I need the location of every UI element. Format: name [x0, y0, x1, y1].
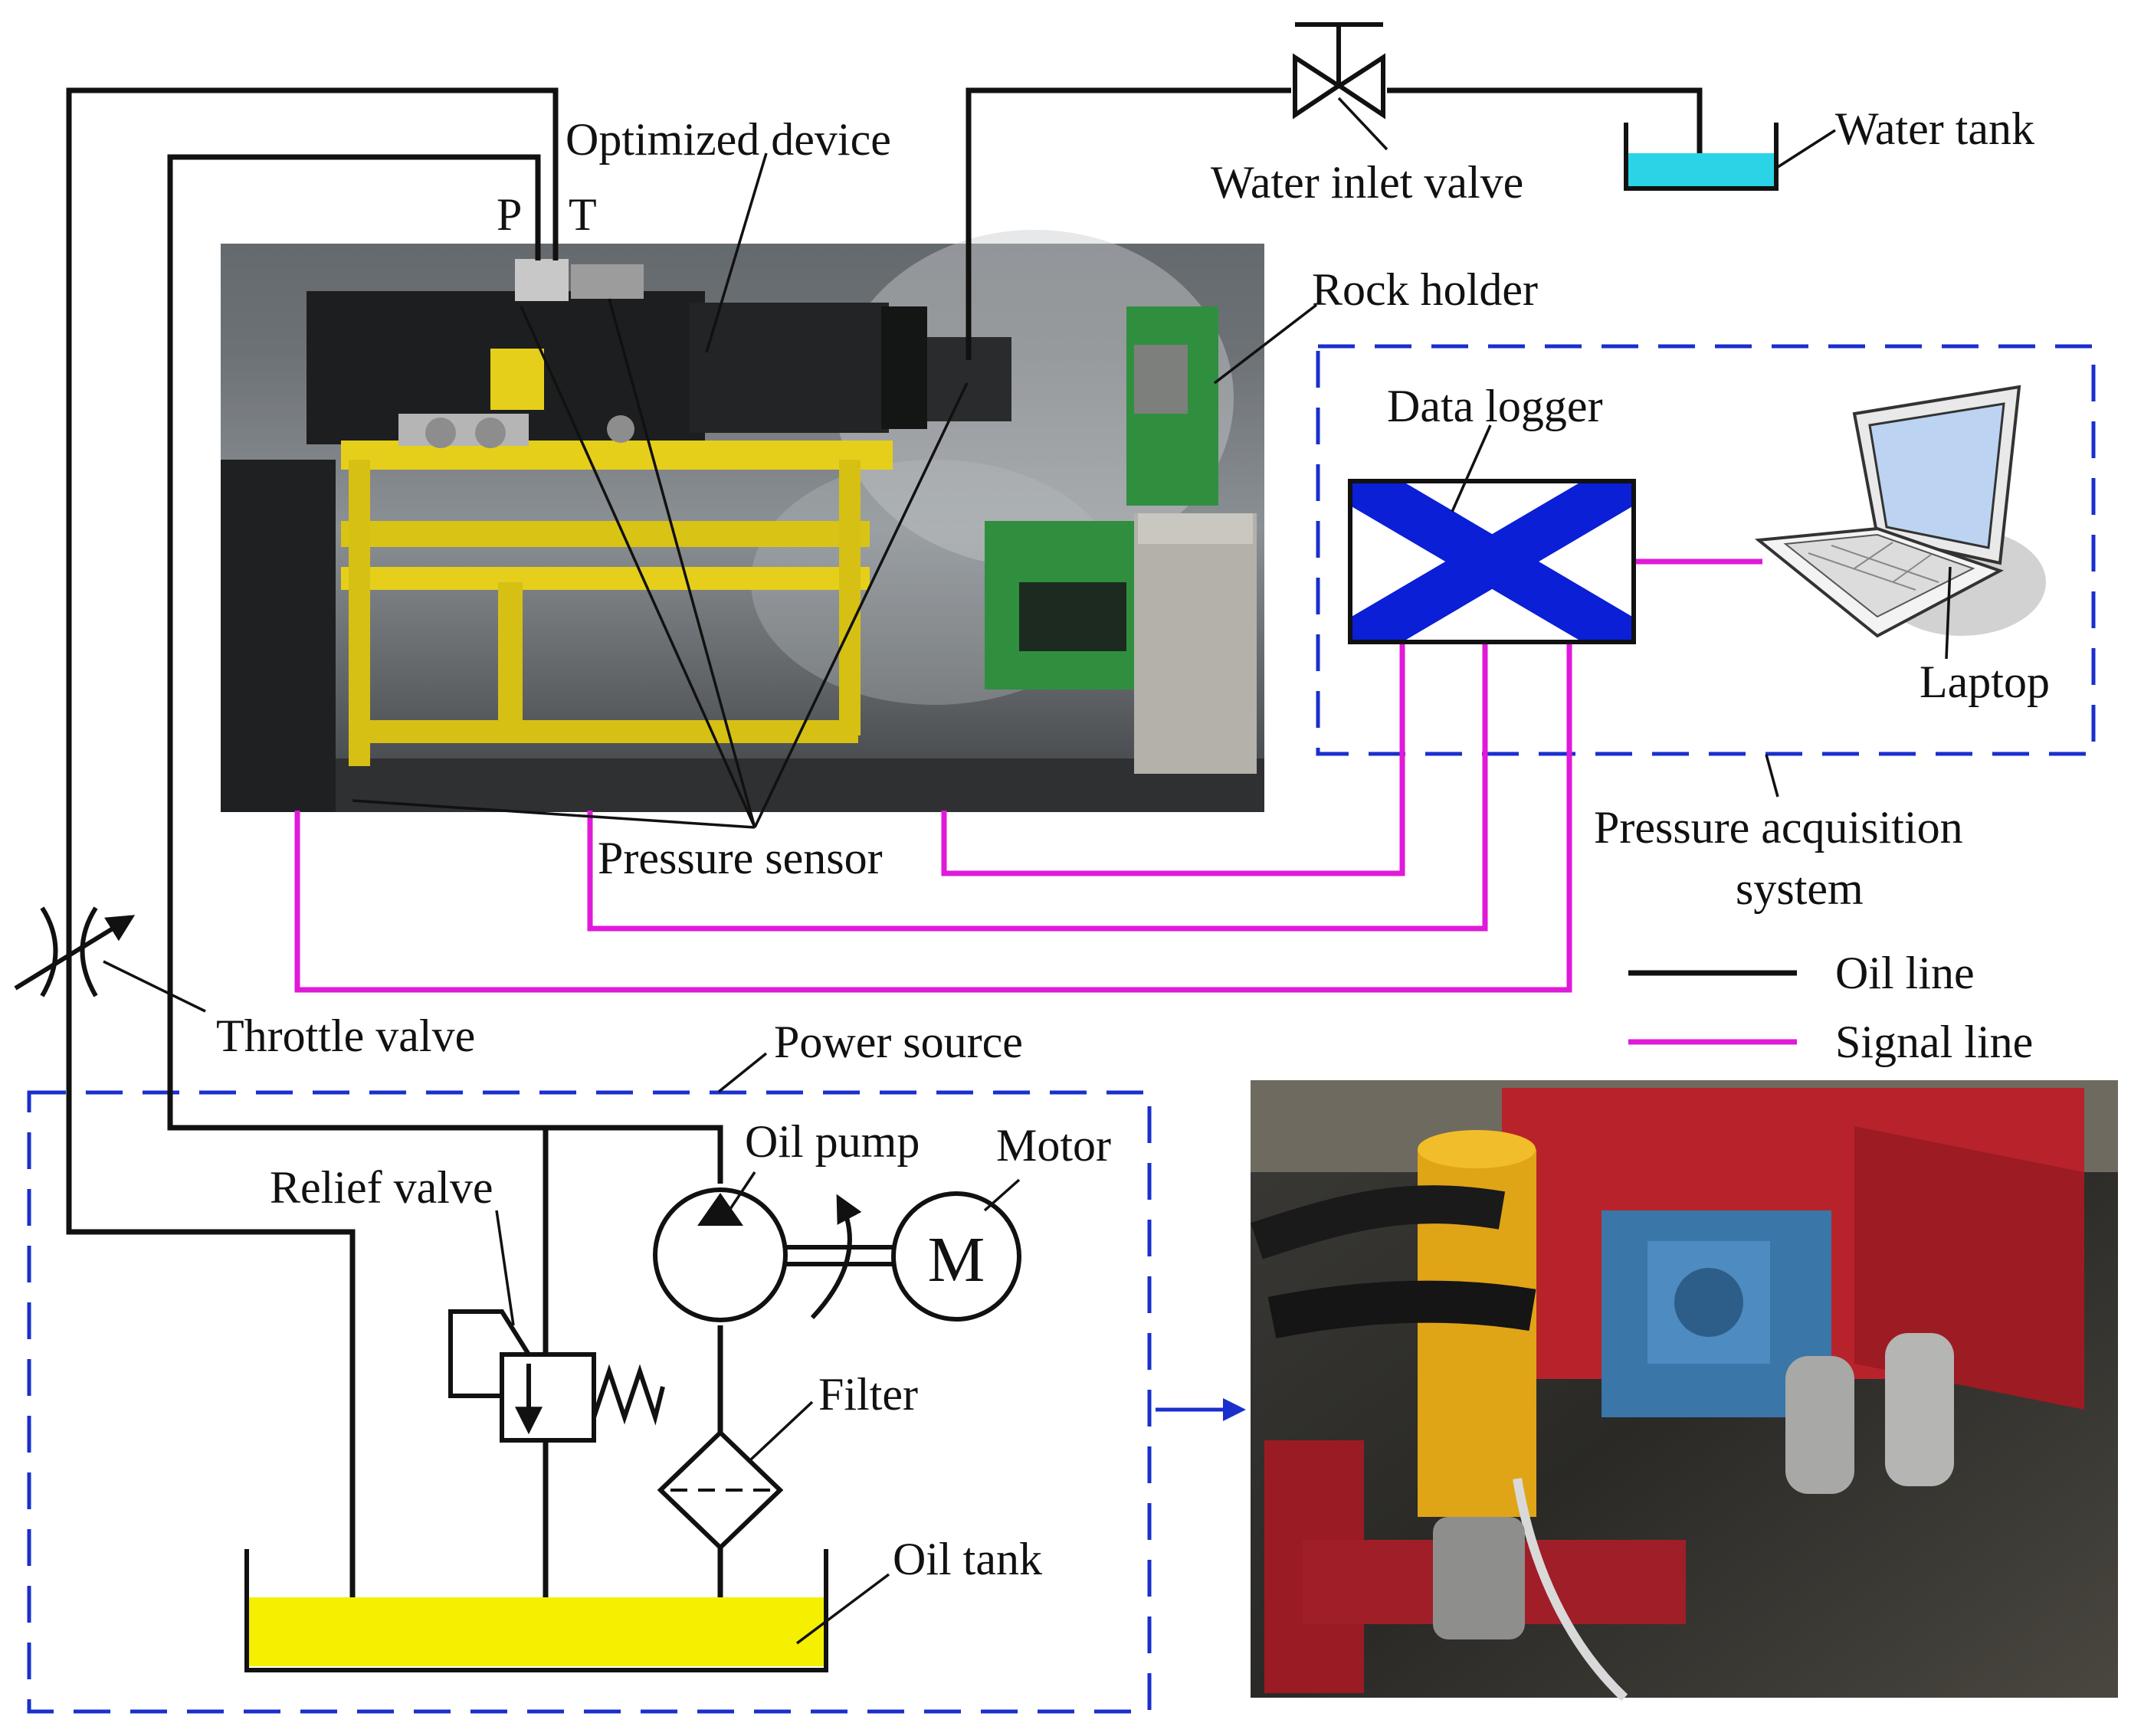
- label-port-p: P: [497, 189, 522, 240]
- oil-pump-symbol: [653, 1187, 893, 1322]
- oil-lines: [66, 87, 1703, 1607]
- power-source-photo: [1251, 1080, 2118, 1702]
- relief-valve-symbol: [448, 1309, 665, 1443]
- label-oil-pump: Oil pump: [745, 1116, 920, 1167]
- legend: Oil line Signal line: [1628, 948, 2033, 1067]
- label-port-t: T: [569, 189, 597, 240]
- laptop-icon: [1754, 385, 2046, 638]
- data-logger-symbol: [1348, 479, 1636, 644]
- test-rig-photo: [221, 230, 1264, 812]
- label-throttle-valve: Throttle valve: [216, 1010, 475, 1061]
- label-oil-tank: Oil tank: [893, 1534, 1042, 1584]
- label-pressure-acquisition-line2: system: [1736, 863, 1864, 914]
- label-optimized-device: Optimized device: [566, 114, 891, 165]
- water-tank-symbol: [1624, 123, 1779, 191]
- legend-oil-line-label: Oil line: [1835, 948, 1975, 998]
- label-motor: Motor: [996, 1120, 1111, 1171]
- label-rock-holder: Rock holder: [1312, 264, 1538, 315]
- label-water-tank: Water tank: [1835, 103, 2034, 154]
- label-water-inlet-valve: Water inlet valve: [1211, 157, 1523, 208]
- label-pressure-acquisition-line1: Pressure acquisition: [1594, 802, 1963, 853]
- label-filter: Filter: [818, 1369, 918, 1420]
- label-relief-valve: Relief valve: [270, 1162, 493, 1213]
- label-motor-symbol: M: [928, 1224, 985, 1295]
- motor-symbol: [891, 1191, 1021, 1322]
- oil-tank-symbol: [244, 1549, 828, 1672]
- water-inlet-valve-symbol: [1293, 22, 1385, 120]
- label-power-source: Power source: [774, 1017, 1023, 1067]
- label-laptop: Laptop: [1920, 657, 2050, 707]
- throttle-valve-symbol: [14, 906, 136, 997]
- filter-symbol: [657, 1429, 784, 1551]
- leader-lines: [103, 97, 1952, 1645]
- label-data-logger: Data logger: [1387, 381, 1603, 431]
- power-source-boundary: [27, 1090, 1152, 1714]
- pressure-acquisition-boundary: [1316, 344, 2096, 756]
- legend-signal-line-label: Signal line: [1835, 1017, 2033, 1067]
- label-pressure-sensor: Pressure sensor: [598, 833, 883, 883]
- signal-lines: [294, 558, 1762, 993]
